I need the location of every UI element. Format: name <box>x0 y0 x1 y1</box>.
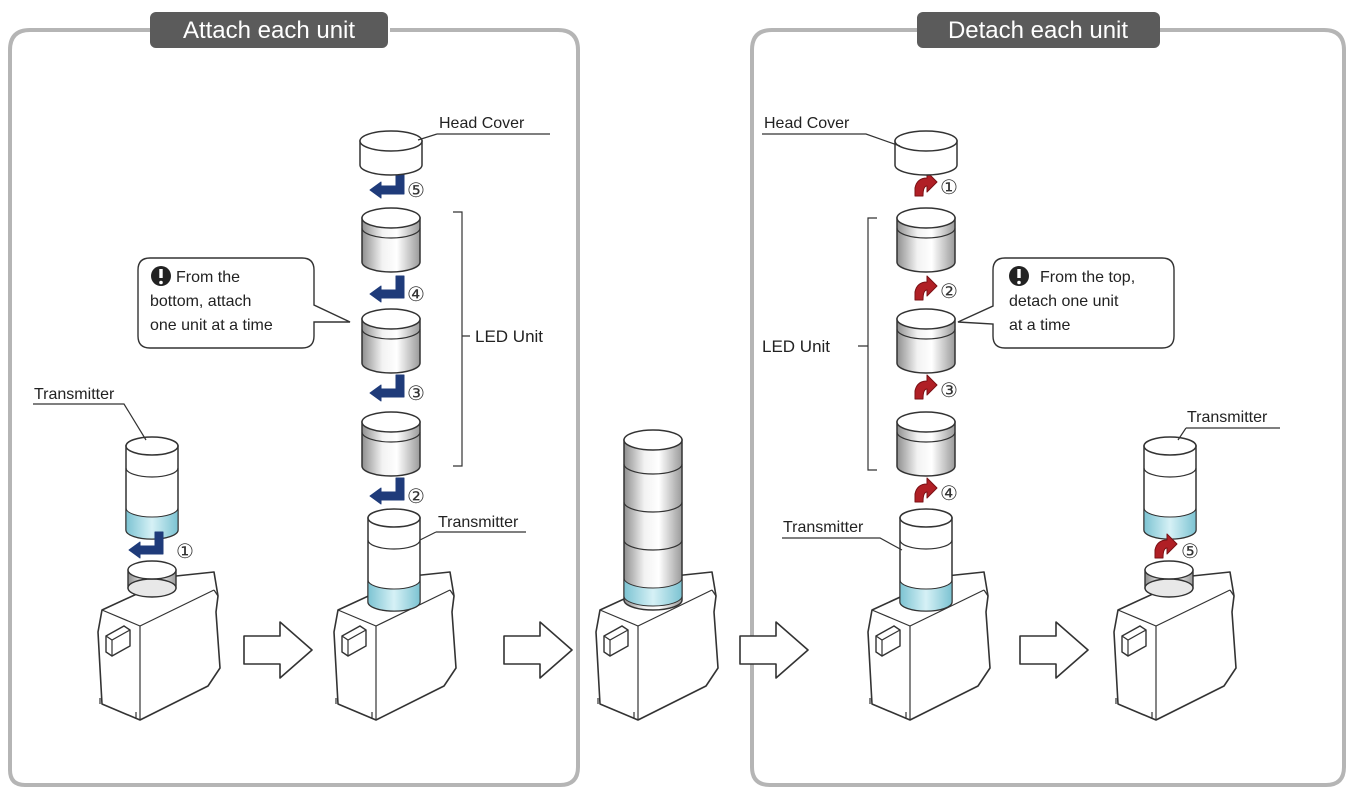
process-arrow-1 <box>243 621 313 679</box>
assembled-tower <box>595 429 719 721</box>
head-cover-label-2: Head Cover <box>764 115 850 132</box>
head-cover-2 <box>894 130 958 176</box>
attach-step-5: ⑤ <box>407 178 425 202</box>
transmitter-label-3: Transmitter <box>783 519 864 536</box>
transmitter-2 <box>367 508 421 612</box>
attach-arrow-step-4 <box>369 275 405 303</box>
head-cover-label-1: Head Cover <box>439 115 525 132</box>
detach-title-tab <box>917 12 1160 48</box>
detach-callout-line-1: From the top, <box>1040 269 1135 286</box>
attach-panel-frame <box>8 28 580 787</box>
attach-step-3: ③ <box>407 381 425 405</box>
detach-step-3: ③ <box>940 378 958 402</box>
detach-callout-line-2: detach one unit <box>1009 293 1119 310</box>
attach-step-1: ① <box>176 539 194 563</box>
led-unit-bracket-1 <box>453 211 470 467</box>
attach-callout <box>137 257 351 349</box>
detach-callout-line-3: at a time <box>1009 317 1070 334</box>
transmitter-label-1: Transmitter <box>34 386 115 403</box>
process-arrow-2 <box>503 621 573 679</box>
detach-arrow-step-3 <box>914 374 938 400</box>
attach-title-tab <box>150 12 388 48</box>
attach-step-4: ④ <box>407 282 425 306</box>
led-unit-label-2: LED Unit <box>762 337 830 356</box>
transmitter-label-2: Transmitter <box>438 514 519 531</box>
detach-title: Detach each unit <box>948 17 1128 44</box>
attach-title: Attach each unit <box>183 17 355 44</box>
transmitter-1 <box>125 436 179 540</box>
attach-callout-line-1: From the <box>176 269 240 286</box>
transmitter-3 <box>899 508 953 612</box>
led-unit-d1 <box>896 207 956 273</box>
attach-arrow-step-5 <box>369 171 405 199</box>
head-cover-1 <box>359 130 423 176</box>
attach-arrow-step-2 <box>369 477 405 505</box>
led-unit-d2 <box>896 308 956 374</box>
process-arrow-4 <box>1019 621 1089 679</box>
transmitter-label-4: Transmitter <box>1187 409 1268 426</box>
detach-step-5: ⑤ <box>1181 539 1199 563</box>
transmitter-4 <box>1143 436 1197 540</box>
detach-step-4: ④ <box>940 481 958 505</box>
detach-step-1: ① <box>940 175 958 199</box>
led-unit-a1 <box>361 207 421 273</box>
exclamation-icon <box>151 266 171 286</box>
exclamation-icon <box>1009 266 1029 286</box>
base-unit-1 <box>97 560 221 721</box>
led-unit-a3 <box>361 411 421 477</box>
attach-step-2: ② <box>407 484 425 508</box>
base-unit-4 <box>1113 560 1237 721</box>
led-unit-label-1: LED Unit <box>475 327 543 346</box>
detach-panel-frame <box>750 28 1346 787</box>
detach-step-2: ② <box>940 279 958 303</box>
attach-arrow-step-3 <box>369 374 405 402</box>
attach-callout-line-3: one unit at a time <box>150 317 273 334</box>
led-unit-a2 <box>361 308 421 374</box>
detach-arrow-step-4 <box>914 477 938 503</box>
detach-arrow-step-2 <box>914 275 938 301</box>
attach-callout-line-2: bottom, attach <box>150 293 251 310</box>
led-unit-bracket-2 <box>858 217 877 471</box>
led-unit-d3 <box>896 411 956 477</box>
